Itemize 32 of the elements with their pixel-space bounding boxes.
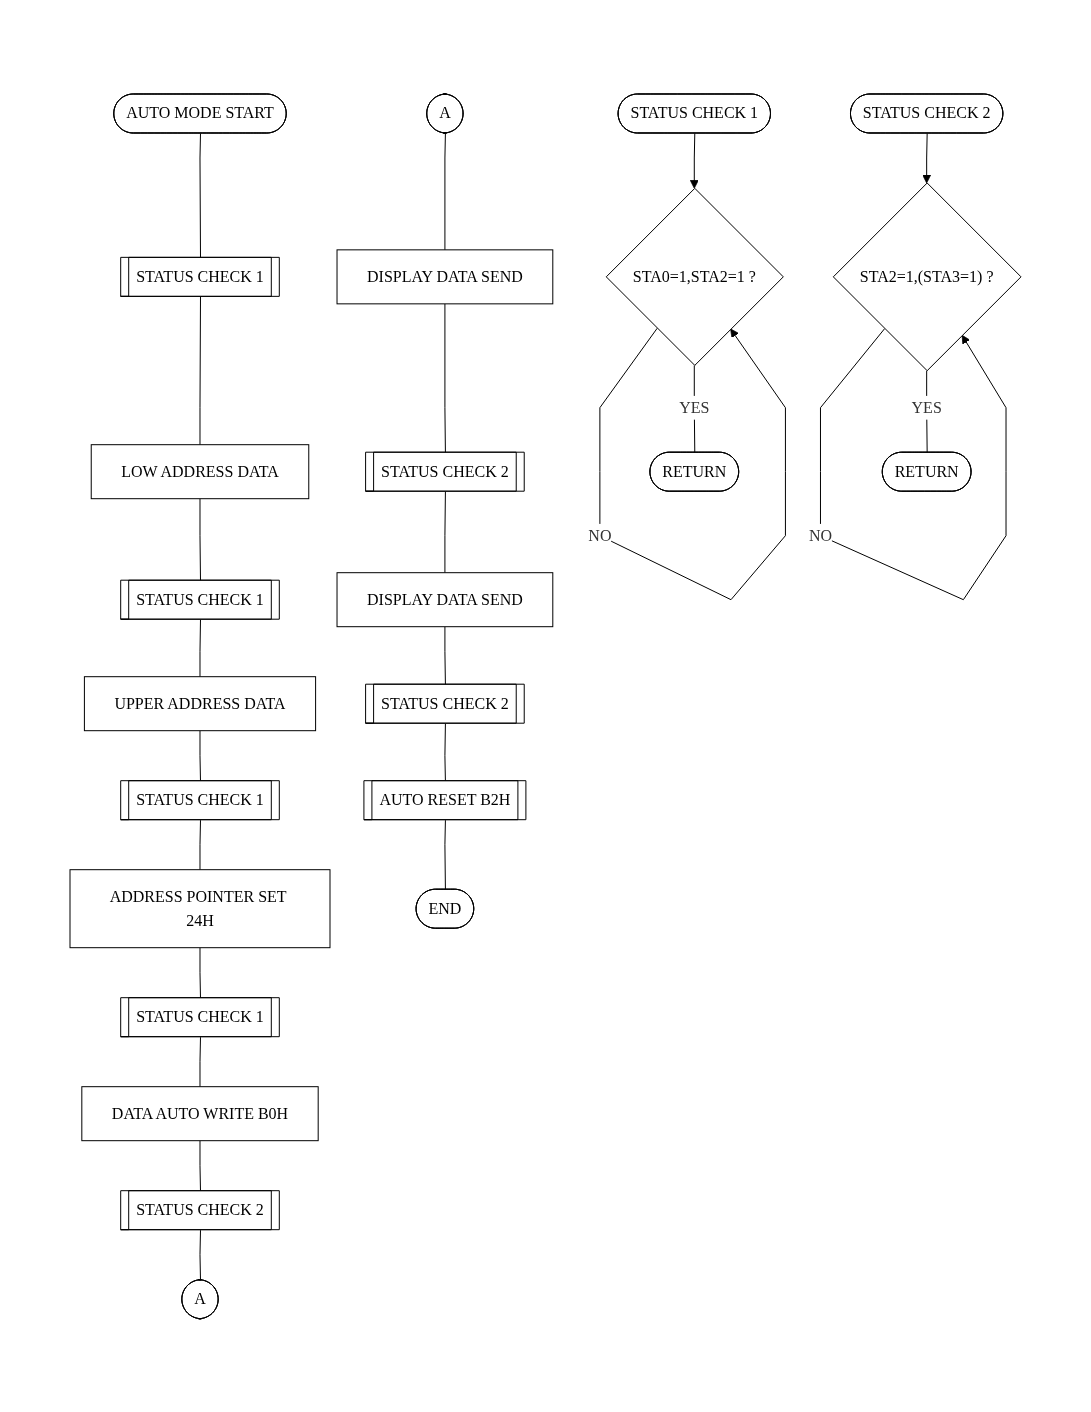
connector — [199, 729, 201, 782]
connector — [444, 819, 446, 890]
edge-label: YES — [911, 398, 942, 416]
connector — [199, 296, 201, 445]
edge-label: NO — [588, 526, 612, 544]
connector — [199, 1036, 201, 1087]
connector — [444, 490, 446, 573]
connector — [199, 946, 201, 999]
node-box: ADDRESS POINTER SET 24H — [69, 868, 331, 948]
arrow — [689, 132, 699, 189]
connector — [199, 497, 201, 581]
connector — [199, 819, 201, 870]
connector — [444, 132, 446, 250]
node-diamond: STA2=1,(STA3=1) ? — [832, 182, 1022, 371]
connector — [444, 625, 446, 685]
arrow — [922, 132, 932, 184]
arrow — [599, 327, 786, 600]
connector — [444, 303, 446, 453]
node-box: DISPLAY DATA SEND — [336, 249, 554, 304]
connector — [199, 1139, 201, 1192]
connector — [199, 132, 201, 258]
arrow — [819, 327, 1007, 600]
node-box: LOW ADDRESS DATA — [90, 443, 310, 499]
node-box: DISPLAY DATA SEND — [336, 571, 554, 627]
edge-label: YES — [679, 398, 710, 416]
connector — [199, 1229, 201, 1281]
node-box: DATA AUTO WRITE B0H — [81, 1085, 319, 1141]
node-diamond: STA0=1,STA2=1 ? — [605, 187, 784, 366]
connector — [199, 618, 201, 677]
node-box: UPPER ADDRESS DATA — [83, 675, 317, 731]
edge-label: NO — [808, 526, 833, 544]
connector — [444, 722, 446, 782]
